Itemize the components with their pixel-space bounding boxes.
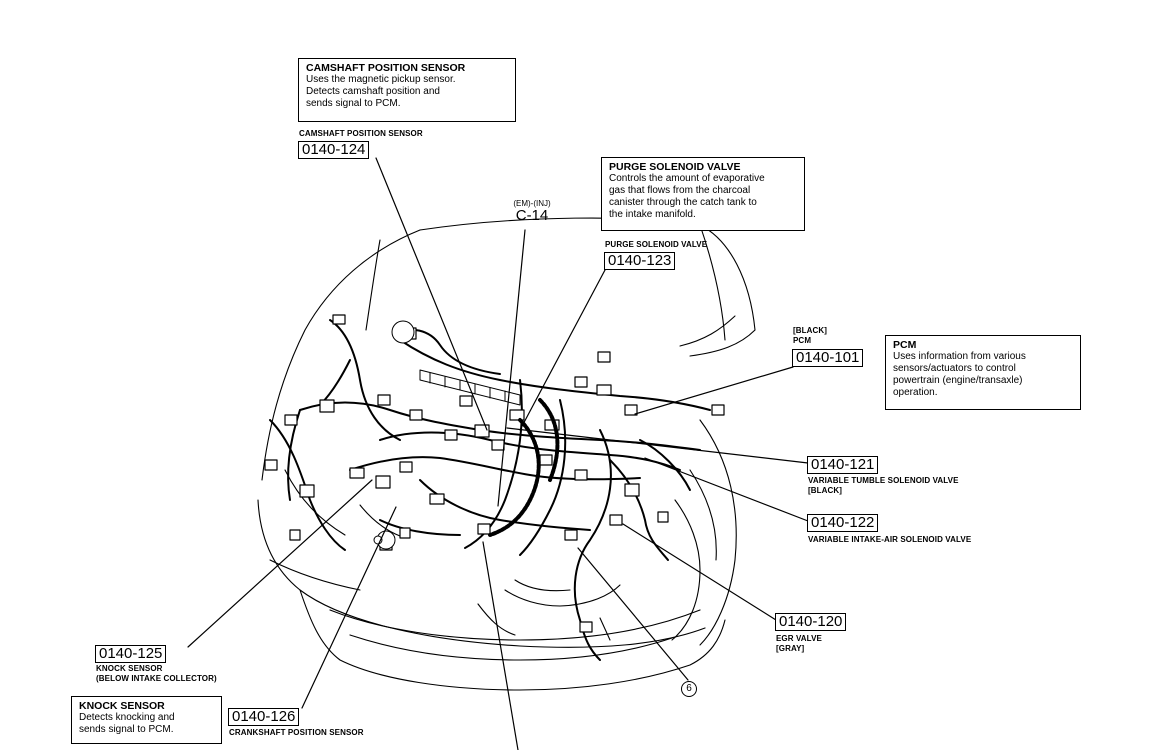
knock-box-title: KNOCK SENSOR <box>79 700 165 712</box>
connector-big-label: C-14 <box>515 207 549 224</box>
car-body-outline <box>257 217 756 691</box>
intake-air-label: VARIABLE INTAKE-AIR SOLENOID VALVE <box>808 535 972 544</box>
pcm-label: [BLACK] PCM <box>793 326 828 345</box>
knock-box-description: Detects knocking and sends signal to PCM… <box>79 712 175 735</box>
camshaft-box-description: Uses the magnetic pickup sensor. Detects… <box>306 74 456 109</box>
wiring-harness <box>269 319 711 661</box>
camshaft-box-title: CAMSHAFT POSITION SENSOR <box>306 62 466 74</box>
purge-code: 0140-123 <box>604 252 676 270</box>
egr-code: 0140-120 <box>775 613 847 631</box>
purge-box-title: PURGE SOLENOID VALVE <box>609 161 741 173</box>
tumble-label: VARIABLE TUMBLE SOLENOID VALVE [BLACK] <box>808 476 959 495</box>
purge-description-box: PURGE SOLENOID VALVE Controls the amount… <box>601 157 805 231</box>
knock-description-box: KNOCK SENSOR Detects knocking and sends … <box>71 696 222 744</box>
camshaft-label: CAMSHAFT POSITION SENSOR <box>299 129 423 138</box>
crank-label: CRANKSHAFT POSITION SENSOR <box>229 728 364 737</box>
knock-code: 0140-125 <box>95 645 167 663</box>
pcm-code: 0140-101 <box>792 349 864 367</box>
egr-label: EGR VALVE [GRAY] <box>776 634 822 653</box>
pcm-box-title: PCM <box>893 339 917 351</box>
connector-small-label: (EM)-(INJ) <box>513 199 551 208</box>
callout-6: 6 <box>681 681 697 697</box>
purge-box-description: Controls the amount of evaporative gas t… <box>609 173 765 220</box>
camshaft-description-box: CAMSHAFT POSITION SENSOR Uses the magnet… <box>298 58 516 122</box>
crank-code: 0140-126 <box>228 708 300 726</box>
knock-label: KNOCK SENSOR (BELOW INTAKE COLLECTOR) <box>96 664 217 683</box>
leader-lines <box>187 157 809 750</box>
purge-label: PURGE SOLENOID VALVE <box>605 240 708 249</box>
connector-c14: (EM)-(INJ) C-14 <box>508 199 556 224</box>
camshaft-code: 0140-124 <box>298 141 370 159</box>
intake-air-code: 0140-122 <box>807 514 879 532</box>
tumble-code: 0140-121 <box>807 456 879 474</box>
pcm-box-description: Uses information from various sensors/ac… <box>893 351 1026 398</box>
pcm-description-box: PCM Uses information from various sensor… <box>885 335 1081 410</box>
